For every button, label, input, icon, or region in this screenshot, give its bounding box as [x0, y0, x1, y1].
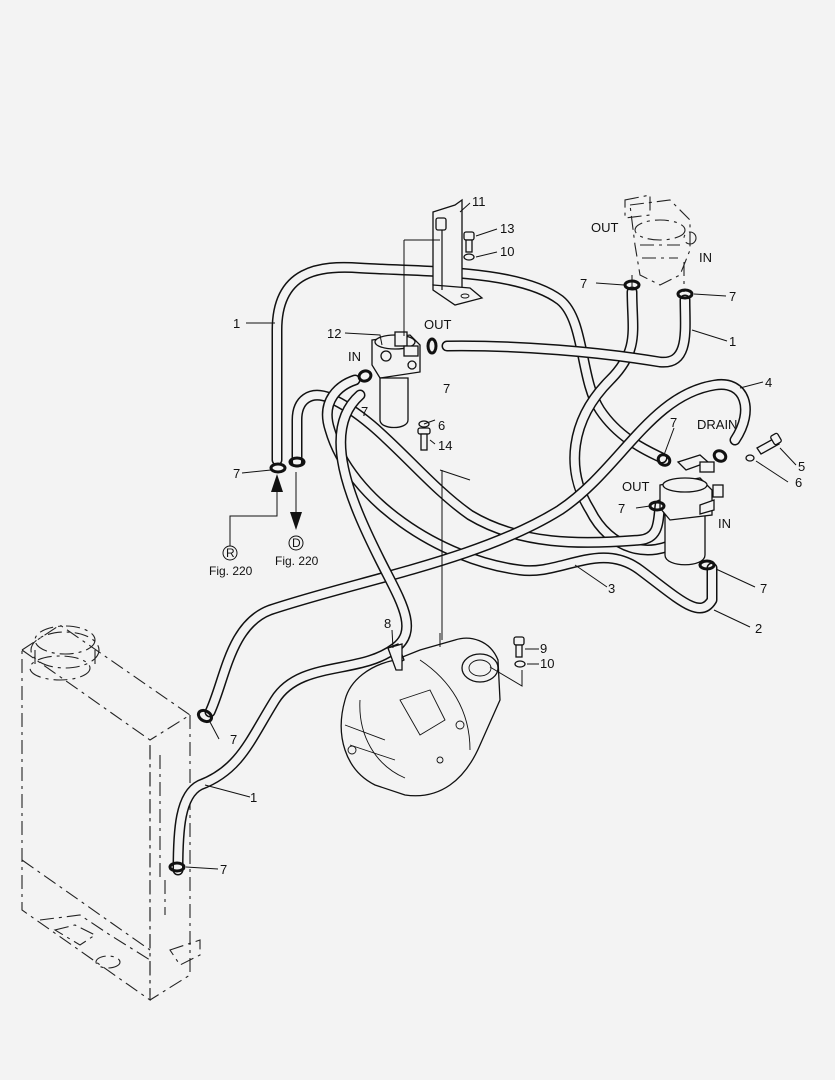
label-out-right: OUT: [622, 479, 650, 494]
label-in-right: IN: [718, 516, 731, 531]
callout-6-left: 6: [438, 418, 445, 433]
bolt-5: [756, 432, 782, 455]
ref-d-label: D: [292, 536, 301, 550]
callout-7-right-out: 7: [618, 501, 625, 516]
callout-9: 9: [540, 641, 547, 656]
bolt-13: [463, 231, 475, 253]
hose-1-top-loop: [271, 261, 668, 466]
ref-d-circle: [288, 535, 304, 551]
fuel-filter-12: [371, 331, 421, 429]
reference-arrows: [222, 472, 304, 561]
arrow-down-icon: [290, 512, 302, 530]
hose-clamps: [168, 279, 728, 873]
callout-6-right: 6: [795, 475, 802, 490]
callout-7-right-bottom: 7: [760, 581, 767, 596]
callout-10-top: 10: [500, 244, 514, 259]
hose-1-lower: [172, 389, 413, 876]
callout-7-radiator-bottom: 7: [220, 862, 227, 877]
hose-4: [204, 379, 751, 718]
label-out-upper: OUT: [591, 220, 619, 235]
callout-12: 12: [327, 326, 341, 341]
mount-bracket: [432, 198, 484, 306]
callout-13: 13: [500, 221, 514, 236]
water-separator: [659, 454, 724, 566]
bolt-14: [417, 427, 431, 451]
callout-7-filter-out: 7: [443, 381, 450, 396]
washer-10-top: [463, 253, 475, 261]
hose-3: [291, 389, 666, 548]
fig-ref-left: Fig. 220: [209, 564, 253, 578]
arrow-up-icon: [271, 474, 283, 492]
callout-8: 8: [384, 616, 391, 631]
washer-6-right: [745, 454, 755, 462]
ref-r-label: R: [226, 546, 235, 560]
callout-7-upper-right: 7: [729, 289, 736, 304]
label-out-top: OUT: [424, 317, 452, 332]
label-drain: DRAIN: [697, 417, 737, 432]
callout-4: 4: [765, 375, 772, 390]
washer-10-bottom: [514, 660, 526, 668]
upper-filter-phantom: [624, 194, 697, 292]
leader-lines: [185, 202, 797, 870]
hoses: [172, 261, 751, 876]
callout-7-left: 7: [233, 466, 240, 481]
callout-11: 11: [472, 194, 486, 209]
label-in-top: IN: [348, 349, 361, 364]
label-in-upper: IN: [699, 250, 712, 265]
callout-7-upper-left: 7: [580, 276, 587, 291]
callout-7-drain-left: 7: [670, 415, 677, 430]
fig-ref-right: Fig. 220: [275, 554, 319, 568]
callout-14: 14: [438, 438, 452, 453]
callout-5: 5: [798, 459, 805, 474]
radiator-phantom: [21, 624, 201, 1002]
callout-1-right: 1: [729, 334, 736, 349]
callout-7-filter-in: 7: [361, 404, 368, 419]
callout-2: 2: [755, 621, 762, 636]
callout-1-lower: 1: [250, 790, 257, 805]
callout-3: 3: [608, 581, 615, 596]
flywheel-housing: [340, 637, 501, 797]
callout-10-bottom: 10: [540, 656, 554, 671]
callout-7-radiator-top: 7: [230, 732, 237, 747]
bolt-9: [513, 636, 525, 658]
ref-r-circle: [222, 545, 238, 561]
callout-1-left: 1: [233, 316, 240, 331]
callout-labels: 11 13 10 1 12 IN OUT 7 7 6 14 7 OUT IN 7…: [209, 194, 805, 877]
hose-1-out-crossing: [569, 286, 686, 556]
hose-1-in-right: [441, 294, 691, 368]
hose-2: [321, 374, 718, 614]
